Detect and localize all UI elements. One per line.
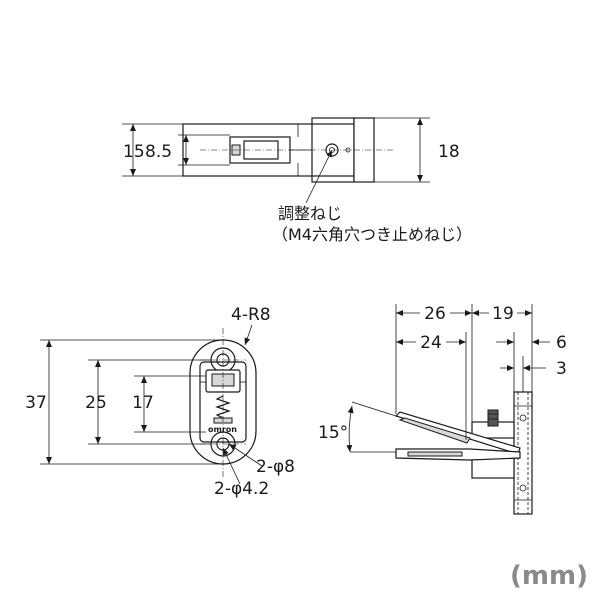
horizontal-lever-face	[407, 451, 463, 457]
top-view: 15 8.5 18 調整ねじ （M4六角穴つき止めねじ）	[122, 117, 472, 244]
adjusting-screw-label: 調整ねじ	[278, 204, 342, 223]
units-label: (mm)	[510, 561, 588, 591]
dim-24: 24	[420, 333, 442, 353]
dim-17: 17	[132, 393, 154, 413]
hole-small-label: 2-φ4.2	[214, 479, 269, 499]
hole-large-label: 2-φ8	[256, 457, 295, 477]
dim-3: 3	[556, 359, 567, 379]
dim-19: 19	[492, 304, 514, 324]
dim-6: 6	[556, 333, 567, 353]
spring	[215, 395, 231, 419]
side-view: 26 19 24 6 3 15°	[318, 303, 567, 515]
angle-15: 15°	[318, 423, 348, 443]
dim-37: 37	[25, 393, 47, 413]
dim-18: 18	[438, 142, 460, 162]
dim-15: 15	[123, 142, 145, 162]
side-lower-block	[471, 457, 515, 479]
dim-25: 25	[85, 393, 107, 413]
tilted-lever	[394, 411, 521, 455]
dim-8-5: 8.5	[145, 142, 172, 162]
front-view: omron 37 25 17 4-R8 2-φ8 2-φ4.2	[25, 305, 295, 499]
adjusting-screw-spec: （M4六角穴つき止めねじ）	[272, 225, 472, 244]
radius-label: 4-R8	[231, 305, 271, 325]
omron-logo: omron	[208, 425, 237, 434]
tilted-lever-face	[398, 417, 471, 444]
side-screw	[487, 409, 499, 427]
dim-26: 26	[424, 304, 446, 324]
